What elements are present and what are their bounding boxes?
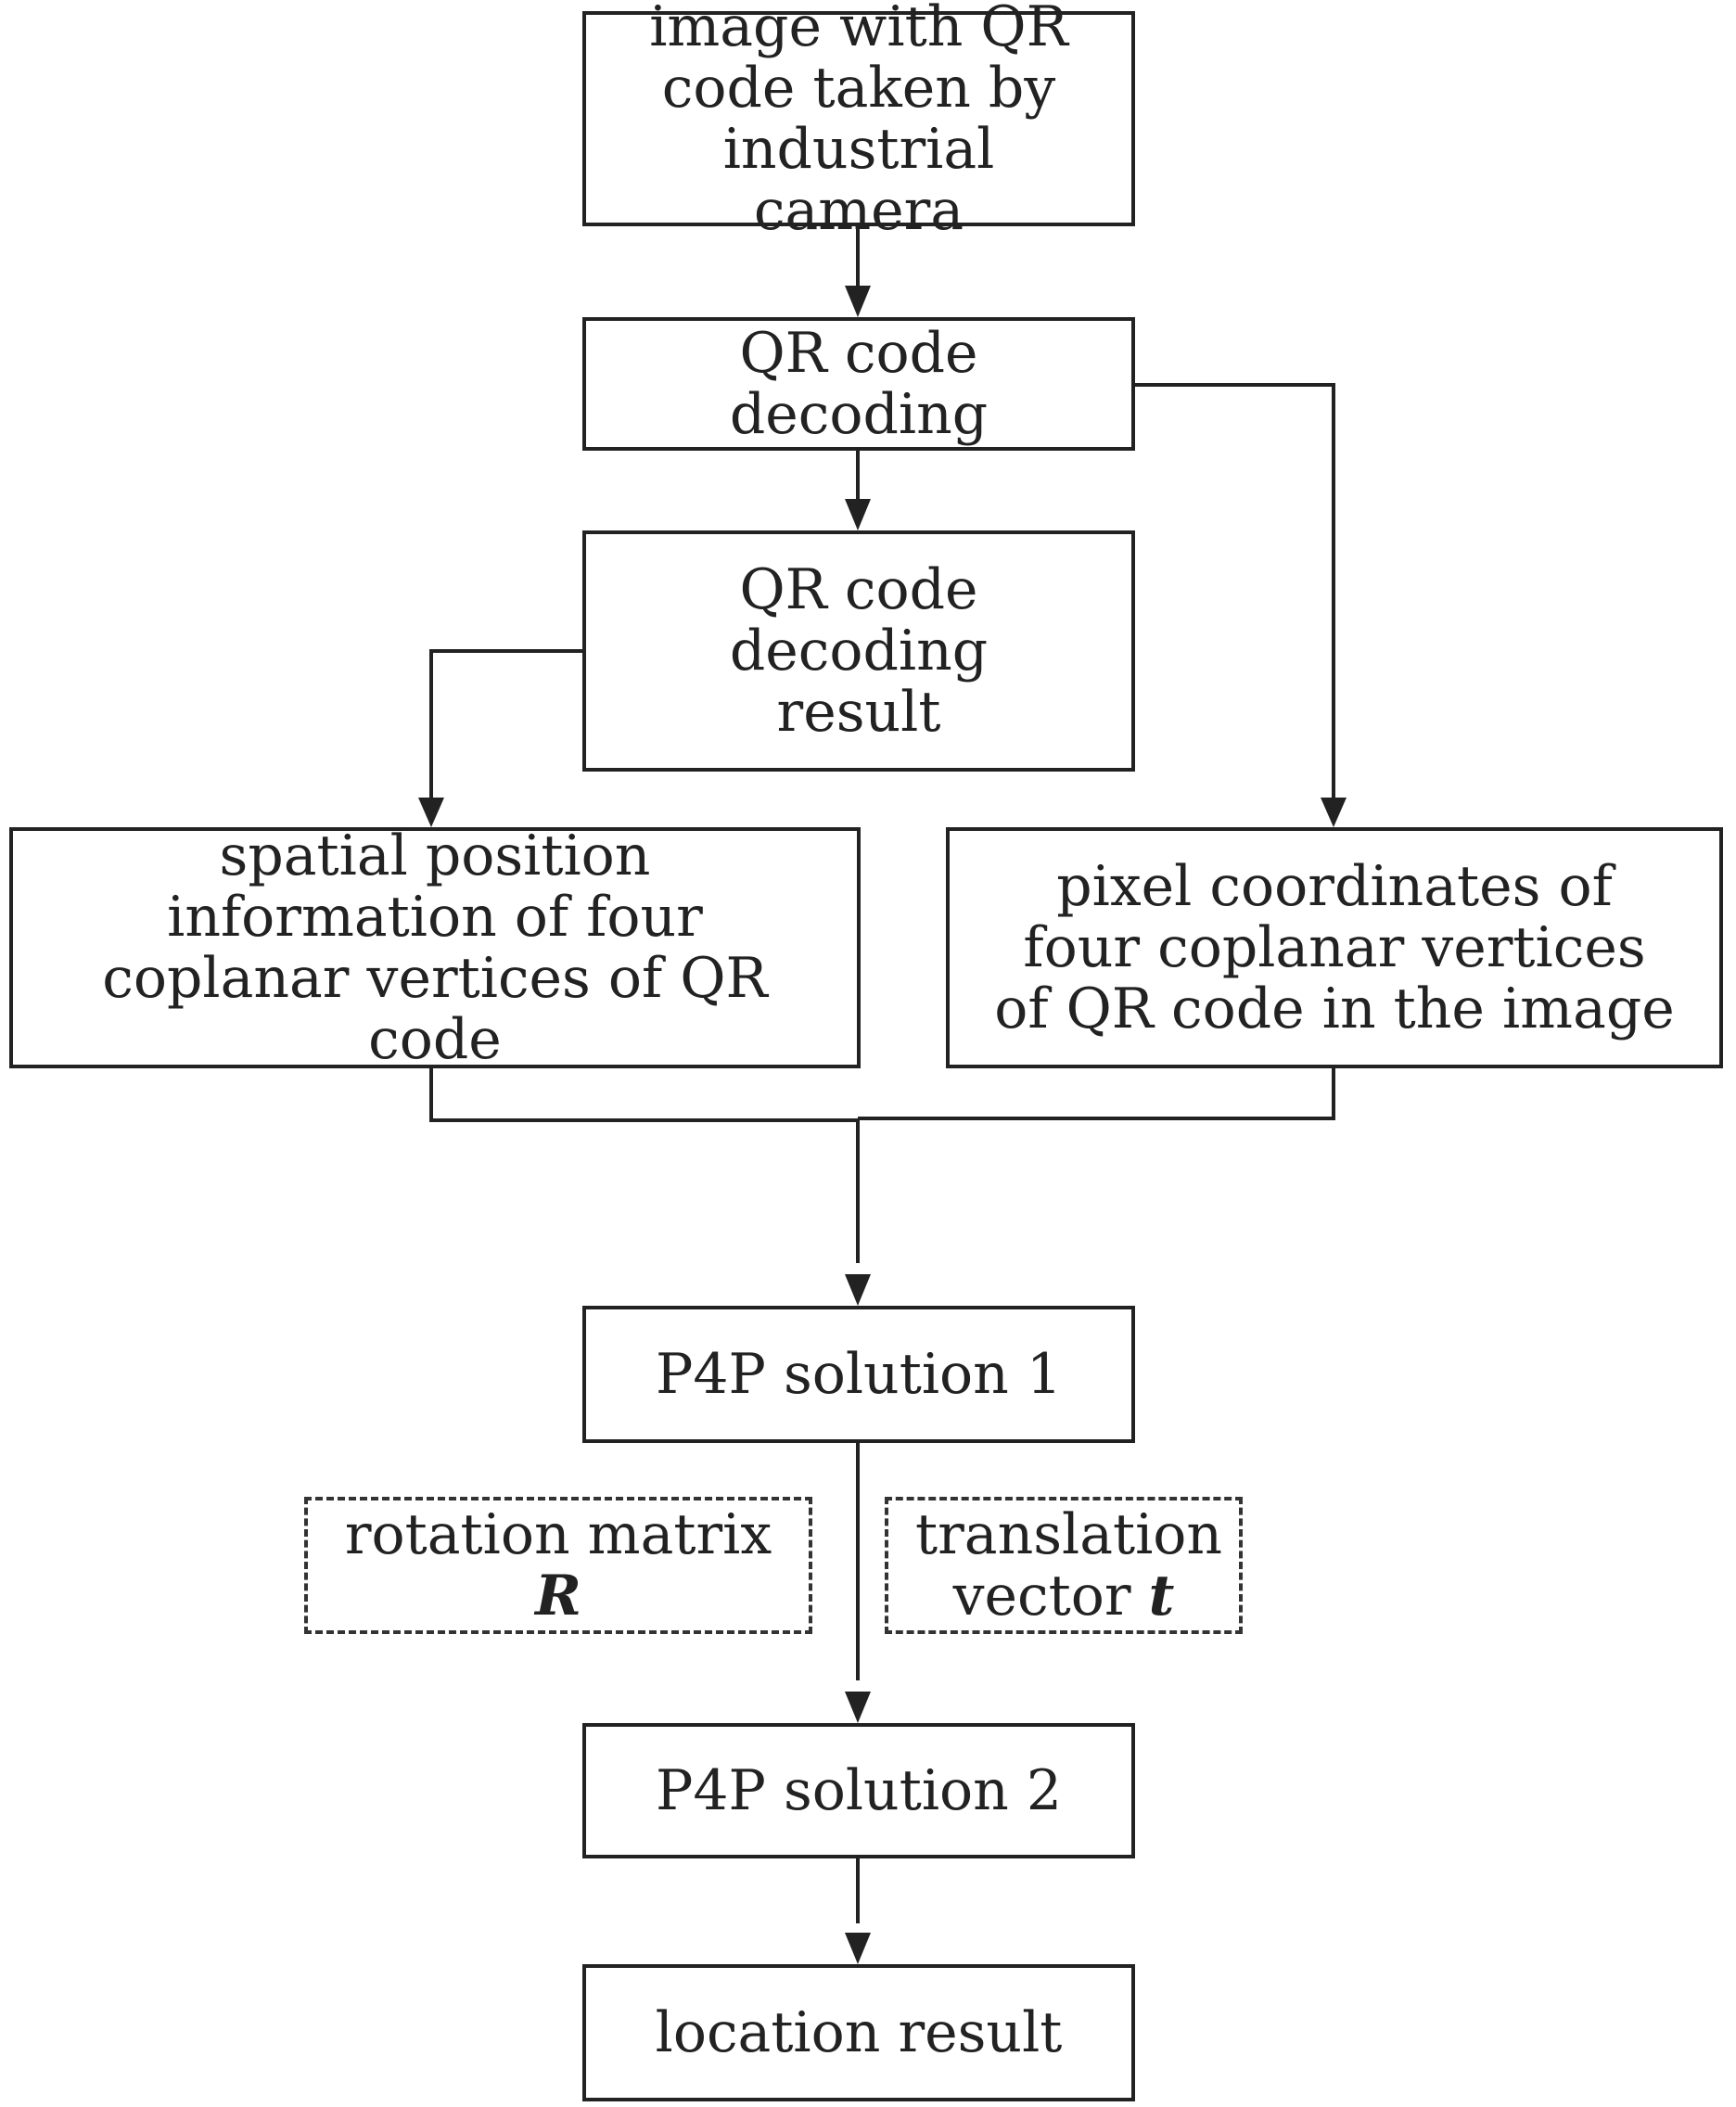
decoding-result-box: QR code decoding result	[582, 530, 1135, 772]
location-result-box: location result	[582, 1964, 1135, 2101]
p4p-solution-2-label: P4P solution 2	[655, 1758, 1063, 1823]
p4p-solution-1-label: P4P solution 1	[655, 1342, 1063, 1407]
rotation-matrix-symbol: R	[535, 1564, 581, 1628]
rotation-matrix-box: rotation matrix R	[304, 1497, 812, 1634]
translation-vector-label: translation vector t	[915, 1504, 1222, 1628]
arrow-result-to-spatial-position	[429, 649, 582, 798]
spatial-position-label: spatial position information of four cop…	[102, 824, 768, 1072]
input-image-label: image with QR code taken by industrial c…	[649, 0, 1068, 243]
decoding-label: QR code decoding	[729, 321, 989, 447]
input-image-box: image with QR code taken by industrial c…	[582, 0, 1135, 241]
p4p-solution-1-box: P4P solution 1	[582, 1306, 1135, 1443]
arrowhead-result	[845, 499, 871, 530]
translation-vector-symbol: t	[1148, 1564, 1175, 1628]
spatial-position-box: spatial position information of four cop…	[9, 824, 861, 1072]
line-pixel-merge	[858, 1066, 1335, 1120]
decoding-result-label: QR code decoding result	[729, 557, 989, 745]
pixel-coordinates-label: pixel coordinates of four coplanar verti…	[994, 854, 1675, 1041]
arrowhead-decoding	[845, 286, 871, 317]
rotation-matrix-text: rotation matrix	[344, 1502, 772, 1567]
arrowhead-location	[845, 1933, 871, 1964]
line-spatial-merge	[429, 1066, 858, 1122]
arrowhead-pixel-coordinates	[1321, 798, 1347, 827]
location-result-label: location result	[655, 2000, 1063, 2065]
rotation-matrix-label: rotation matrix R	[330, 1504, 786, 1627]
translation-vector-text: translation vector	[915, 1502, 1223, 1628]
decoding-box: QR code decoding	[582, 317, 1135, 451]
arrowhead-p4p1	[845, 1274, 871, 1306]
pixel-coordinates-box: pixel coordinates of four coplanar verti…	[946, 827, 1723, 1068]
arrowhead-spatial-position	[418, 798, 444, 827]
arrowhead-p4p2	[845, 1692, 871, 1723]
translation-vector-box: translation vector t	[885, 1497, 1243, 1634]
p4p-solution-2-box: P4P solution 2	[582, 1723, 1135, 1858]
arrow-decoding-to-pixel-coordinates	[1133, 383, 1335, 798]
